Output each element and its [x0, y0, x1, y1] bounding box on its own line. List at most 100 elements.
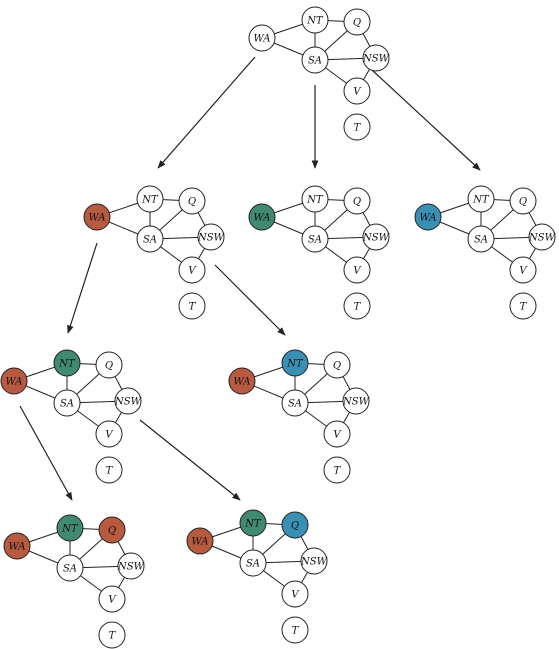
node-v: V	[343, 77, 371, 105]
node-circle-wa	[228, 367, 256, 395]
node-circle-t	[323, 456, 351, 484]
tree-arrow-wa-red-to-wa-red-nt-blue	[214, 264, 286, 336]
tree-arrow-wa-red-to-wa-red-nt-green	[67, 242, 98, 334]
node-circle-nsw	[117, 552, 145, 580]
node-sa: SA	[136, 225, 164, 253]
node-circle-t	[178, 292, 206, 320]
node-circle-wa	[248, 203, 276, 231]
node-label-q: Q	[353, 197, 361, 208]
node-circle-t	[509, 292, 537, 320]
node-circle-v	[178, 256, 206, 284]
node-circle-wa	[186, 527, 214, 555]
node-nsw: NSW	[300, 547, 328, 575]
node-q: Q	[178, 187, 206, 215]
node-circle-wa	[83, 203, 111, 231]
node-nt: NT	[136, 185, 164, 213]
node-nsw: NSW	[362, 44, 390, 72]
node-label-nsw: NSW	[117, 562, 145, 573]
node-circle-nt	[467, 185, 495, 213]
node-v: V	[343, 256, 371, 284]
node-circle-nsw	[197, 223, 225, 251]
node-label-nsw: NSW	[528, 233, 556, 244]
node-t: T	[281, 616, 309, 644]
node-circle-wa	[248, 24, 276, 52]
node-q: Q	[509, 187, 537, 215]
node-q: Q	[323, 351, 351, 379]
node-v: V	[98, 585, 126, 613]
tree-arrow-wa-red-nt-green-to-wa-red-nt-green-q-blue	[139, 419, 241, 501]
node-circle-v	[281, 580, 309, 608]
node-label-wa: WA	[419, 213, 436, 224]
node-label-t: T	[106, 466, 114, 477]
node-t: T	[323, 456, 351, 484]
node-label-q: Q	[108, 526, 116, 537]
node-circle-nsw	[300, 547, 328, 575]
node-v: V	[281, 580, 309, 608]
node-q: Q	[343, 8, 371, 36]
node-label-t: T	[189, 302, 197, 313]
node-circle-nt	[136, 185, 164, 213]
node-circle-t	[343, 113, 371, 141]
node-nt: NT	[281, 349, 309, 377]
node-label-v: V	[188, 266, 197, 277]
node-circle-nt	[239, 509, 267, 537]
node-nsw: NSW	[528, 223, 556, 251]
node-label-q: Q	[353, 18, 361, 29]
node-circle-wa	[0, 367, 28, 395]
node-circle-nsw	[528, 223, 556, 251]
node-circle-sa	[301, 225, 329, 253]
node-circle-v	[95, 420, 123, 448]
node-wa: WA	[414, 203, 442, 231]
node-v: V	[509, 256, 537, 284]
node-circle-nt	[301, 6, 329, 34]
node-nsw: NSW	[114, 387, 142, 415]
node-circle-v	[343, 77, 371, 105]
node-nt: NT	[239, 509, 267, 537]
node-label-sa: SA	[308, 56, 322, 67]
node-circle-sa	[301, 46, 329, 74]
node-t: T	[178, 292, 206, 320]
node-label-wa: WA	[88, 213, 105, 224]
node-circle-v	[98, 585, 126, 613]
node-label-nt: NT	[61, 524, 79, 535]
node-label-v: V	[291, 590, 300, 601]
node-circle-q	[178, 187, 206, 215]
node-nsw: NSW	[197, 223, 225, 251]
node-circle-q	[95, 351, 123, 379]
node-wa: WA	[3, 532, 31, 560]
node-circle-nt	[56, 514, 84, 542]
node-label-q: Q	[291, 521, 299, 532]
node-circle-nsw	[362, 223, 390, 251]
node-label-v: V	[333, 430, 342, 441]
node-label-q: Q	[188, 197, 196, 208]
node-t: T	[343, 292, 371, 320]
node-sa: SA	[56, 554, 84, 582]
node-sa: SA	[301, 225, 329, 253]
node-label-t: T	[292, 626, 300, 637]
node-v: V	[323, 420, 351, 448]
node-label-sa: SA	[63, 564, 77, 575]
node-q: Q	[98, 516, 126, 544]
node-sa: SA	[53, 389, 81, 417]
node-label-wa: WA	[8, 542, 25, 553]
node-circle-q	[343, 8, 371, 36]
node-circle-sa	[53, 389, 81, 417]
node-circle-q	[281, 511, 309, 539]
node-label-v: V	[519, 266, 528, 277]
node-nt: NT	[56, 514, 84, 542]
node-circle-sa	[56, 554, 84, 582]
state-graph-wa-red: WA NT Q SA NSW V T	[83, 185, 225, 320]
node-label-nt: NT	[141, 195, 159, 206]
node-circle-q	[98, 516, 126, 544]
node-t: T	[95, 456, 123, 484]
node-label-sa: SA	[60, 399, 74, 410]
node-circle-t	[98, 621, 126, 649]
node-label-wa: WA	[253, 213, 270, 224]
node-label-nsw: NSW	[300, 557, 328, 568]
node-label-sa: SA	[246, 559, 260, 570]
